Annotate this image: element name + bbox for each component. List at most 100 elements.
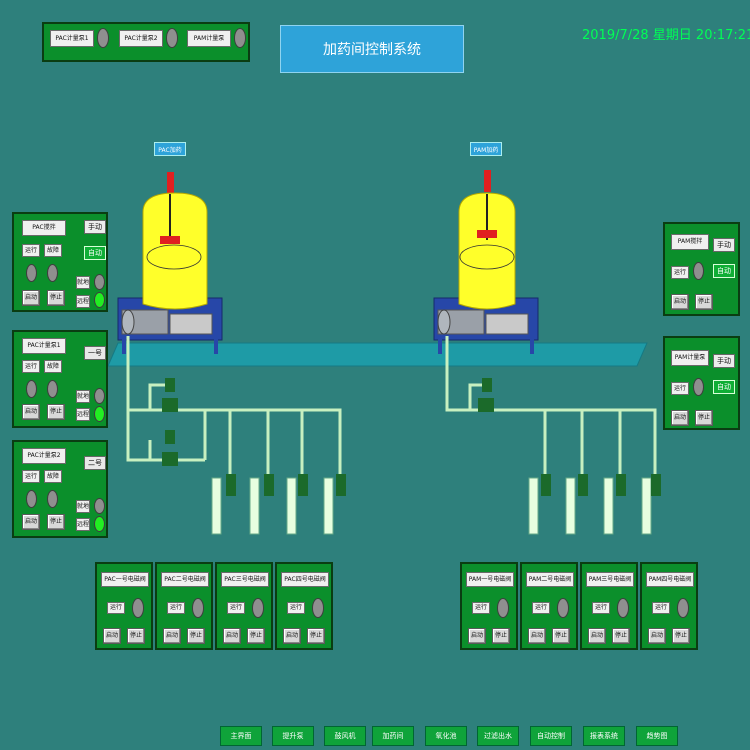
auto-button[interactable]: 自动 [84, 246, 106, 260]
manual-button[interactable]: 手动 [84, 220, 106, 234]
nav-oxidation-tank[interactable]: 氧化池 [425, 726, 467, 746]
fault-indicator [47, 380, 58, 398]
fault-indicator [47, 264, 58, 282]
start-button[interactable]: 启动 [648, 628, 666, 644]
pam-valves [478, 378, 661, 496]
stop-button[interactable]: 停止 [672, 628, 690, 644]
run-indicator [677, 598, 689, 618]
run-indicator [192, 598, 204, 618]
panel-title: PAC一号电磁阀 [101, 572, 149, 587]
stop-button[interactable]: 停止 [552, 628, 570, 644]
page-title: 加药间控制系统 [280, 25, 464, 73]
start-button[interactable]: 启动 [528, 628, 546, 644]
pac-pump2-indicator [166, 28, 178, 48]
nav-auto-control[interactable]: 自动控制 [530, 726, 572, 746]
run-indicator [26, 380, 37, 398]
pac-pump2-label: PAC计量泵2 [119, 30, 163, 47]
start-button[interactable]: 启动 [468, 628, 486, 644]
run-label: 运行 [472, 602, 490, 614]
start-button[interactable]: 启动 [163, 628, 181, 644]
panel-title: PAC搅拌 [22, 220, 66, 236]
local-indicator [94, 274, 105, 290]
local-indicator [94, 388, 105, 404]
nav-trend-chart[interactable]: 趋势图 [636, 726, 678, 746]
pump2-button[interactable]: 二号 [84, 456, 106, 470]
panel-title: PAM四号电磁阀 [646, 572, 694, 587]
fault-indicator [47, 490, 58, 508]
start-button[interactable]: 启动 [22, 514, 40, 530]
start-button[interactable]: 启动 [223, 628, 241, 644]
run-label: 运行 [671, 266, 689, 279]
run-label: 运行 [22, 244, 40, 257]
pac-flowmeters [211, 477, 334, 535]
stop-button[interactable]: 停止 [695, 294, 713, 310]
nav-filter-outlet[interactable]: 过滤出水 [477, 726, 519, 746]
run-label: 运行 [287, 602, 305, 614]
panel-title: PAC三号电磁阀 [221, 572, 269, 587]
pump1-button[interactable]: 一号 [84, 346, 106, 360]
run-indicator [312, 598, 324, 618]
run-indicator [132, 598, 144, 618]
nav-lift-pump[interactable]: 提升泵 [272, 726, 314, 746]
run-indicator [252, 598, 264, 618]
stop-button[interactable]: 停止 [695, 410, 713, 426]
run-label: 运行 [22, 360, 40, 373]
nav-dosing-room[interactable]: 加药间 [372, 726, 414, 746]
start-button[interactable]: 启动 [103, 628, 121, 644]
stop-button[interactable]: 停止 [47, 514, 65, 530]
stop-button[interactable]: 停止 [307, 628, 325, 644]
auto-button[interactable]: 自动 [713, 264, 735, 278]
auto-button[interactable]: 自动 [713, 380, 735, 394]
pac-valve1-panel: PAC一号电磁阀 运行 启动 停止 [95, 562, 153, 650]
stop-button[interactable]: 停止 [247, 628, 265, 644]
nav-report-system[interactable]: 报表系统 [583, 726, 625, 746]
stop-button[interactable]: 停止 [47, 290, 65, 306]
stop-button[interactable]: 停止 [612, 628, 630, 644]
nav-blower[interactable]: 鼓风机 [324, 726, 366, 746]
start-button[interactable]: 启动 [22, 404, 40, 420]
pac-pump1-panel: PAC计量泵1 一号 运行 故障 就地 启动 停止 远程 [12, 330, 108, 428]
clock: 2019/7/28 星期日 20:17:21 [582, 28, 750, 43]
panel-title: PAM计量泵 [671, 350, 709, 366]
start-button[interactable]: 启动 [588, 628, 606, 644]
panel-title: PAC二号电磁阀 [161, 572, 209, 587]
run-indicator [693, 378, 704, 396]
stop-button[interactable]: 停止 [47, 404, 65, 420]
pac-tank [142, 172, 208, 310]
start-button[interactable]: 启动 [283, 628, 301, 644]
pac-tank-label: PAC加药 [154, 142, 186, 156]
pam-tank-label: PAM加药 [470, 142, 502, 156]
pam-valve4-panel: PAM四号电磁阀 运行 启动 停止 [640, 562, 698, 650]
fault-label: 故障 [44, 244, 62, 257]
pam-tank [458, 170, 516, 310]
panel-title: PAM搅拌 [671, 234, 709, 250]
pac-pump1-indicator [97, 28, 109, 48]
manual-button[interactable]: 手动 [713, 354, 735, 368]
stop-button[interactable]: 停止 [492, 628, 510, 644]
pac-pipes [126, 336, 342, 480]
run-label: 运行 [22, 470, 40, 483]
stop-button[interactable]: 停止 [187, 628, 205, 644]
remote-indicator [94, 516, 105, 532]
run-indicator [693, 262, 704, 280]
pac-pump1-label: PAC计量泵1 [50, 30, 94, 47]
pac-valves [162, 378, 346, 496]
stop-button[interactable]: 停止 [127, 628, 145, 644]
run-label: 运行 [107, 602, 125, 614]
start-button[interactable]: 启动 [22, 290, 40, 306]
start-button[interactable]: 启动 [671, 294, 689, 310]
pam-valve1-panel: PAM一号电磁阀 运行 启动 停止 [460, 562, 518, 650]
remote-label: 远程 [76, 518, 90, 531]
pam-flowmeters [528, 477, 652, 535]
start-button[interactable]: 启动 [671, 410, 689, 426]
pam-stirrer-panel: PAM搅拌 手动 运行 自动 启动 停止 [663, 222, 740, 316]
nav-main[interactable]: 主界面 [220, 726, 262, 746]
pac-valve2-panel: PAC二号电磁阀 运行 启动 停止 [155, 562, 213, 650]
manual-button[interactable]: 手动 [713, 238, 735, 252]
panel-title: PAM三号电磁阀 [586, 572, 634, 587]
fault-label: 故障 [44, 360, 62, 373]
panel-title: PAC计量泵1 [22, 338, 66, 354]
run-label: 运行 [532, 602, 550, 614]
local-label: 就地 [76, 500, 90, 513]
